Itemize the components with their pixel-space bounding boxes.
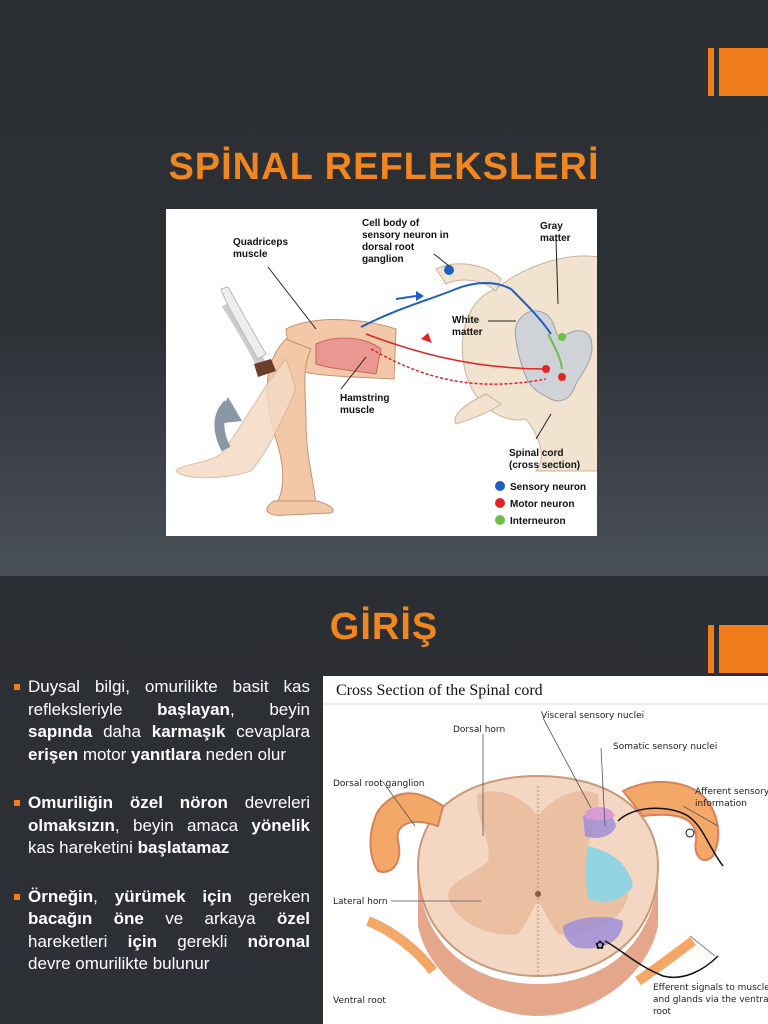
bullet-marker: [14, 893, 20, 900]
bullet-text: hareketleri: [28, 931, 128, 951]
bullet-text: için: [127, 931, 157, 951]
slide-accent-decoration: [708, 625, 768, 673]
svg-text:Somatic sensory nuclei: Somatic sensory nuclei: [613, 742, 717, 752]
bullet-text: gereken: [231, 886, 310, 906]
bullet-marker: [14, 800, 20, 806]
figure-title: Cross Section of the Spinal cord: [336, 682, 543, 699]
svg-text:Motor neuron: Motor neuron: [510, 499, 574, 510]
bullet-text: bacağın öne: [28, 909, 144, 928]
bullet-text: ,: [93, 886, 115, 906]
svg-text:Hamstring muscle: Hamstring muscle: [340, 393, 392, 416]
bullet-text: , beyin amaca: [114, 815, 252, 835]
bullet-item: Omuriliğin özel nöron devreleri olmaksız…: [14, 792, 310, 860]
bullet-text: yürümek için: [114, 886, 232, 906]
svg-text:Spinal cord (cross sec: Spinal cord (cross section): [509, 448, 580, 471]
svg-text:Dorsal horn: Dorsal horn: [453, 725, 505, 735]
bullet-text: neden olur: [200, 744, 287, 764]
legend: Sensory neuron Motor neuron Interneuron: [495, 481, 586, 527]
bullet-text: başlayan: [157, 699, 230, 719]
bullet-text: kas hareketini: [28, 838, 138, 857]
svg-text:Gray matter: Gray matter: [540, 221, 571, 244]
bullet-text: devre omurilikte bulunur: [28, 954, 210, 973]
bullet-text: Örneğin: [28, 886, 94, 906]
slide-accent-decoration: [708, 48, 768, 96]
bullet-text: Omuriliğin özel nöron: [28, 793, 228, 812]
bullet-text: devreleri: [227, 793, 310, 812]
svg-text:✿: ✿: [595, 938, 605, 952]
bullet-text: ve arkaya: [143, 909, 277, 928]
bullet-text: motor: [78, 744, 131, 764]
bullet-marker: [14, 684, 20, 690]
bullet-text: , beyin: [229, 699, 310, 719]
bullet-list: Duysal bilgi, omurilikte basit kas refle…: [14, 676, 310, 1002]
bullet-text: gerekli: [156, 931, 248, 951]
svg-text:Interneuron: Interneuron: [510, 516, 566, 527]
bullet-text: Duysal bilgi, omurilikte basit kas refle…: [28, 677, 310, 719]
bullet-text: erişen: [28, 744, 79, 764]
svg-text:Sensory neuron: Sensory neuron: [510, 482, 586, 493]
slide-2: GİRİŞ Duysal bilgi, omurilikte basit kas…: [0, 576, 768, 1024]
bullet-item: Örneğin, yürümek için gereken bacağın ön…: [14, 886, 310, 976]
bullet-text: başlatamaz: [137, 838, 230, 857]
svg-text:Dorsal root ganglion: Dorsal root ganglion: [333, 779, 424, 789]
svg-text:Lateral horn: Lateral horn: [333, 897, 388, 907]
spinal-reflex-figure: Quadriceps muscle Cell body of sensory n…: [166, 209, 607, 536]
bullet-text: cevaplara: [225, 722, 311, 741]
bullet-text: nöronal: [247, 931, 310, 951]
bullet-text: yanıtlara: [131, 744, 201, 764]
bullet-text: sapında: [28, 722, 93, 741]
spinal-cord-cross-section-figure: Cross Section of the Spinal cord ✿: [323, 676, 768, 1024]
svg-text:Cell body of sensory n: Cell body of sensory neuron in dorsal ro…: [362, 218, 451, 265]
svg-text:White matter: White matter: [452, 315, 483, 338]
svg-text:Afferent sensory inf: Afferent sensory information: [695, 787, 768, 809]
bullet-text: yönelik: [251, 815, 310, 835]
svg-text:Ventral root: Ventral root: [333, 996, 386, 1006]
bullet-text: özel: [276, 909, 311, 928]
svg-text:Quadriceps muscle: Quadriceps muscle: [233, 237, 291, 260]
bullet-text: daha: [92, 722, 152, 741]
slide-1: SPİNAL REFLEKSLERİ: [0, 0, 768, 576]
slide-title: GİRİŞ: [329, 606, 439, 648]
svg-text:Visceral sensory nuclei: Visceral sensory nuclei: [541, 711, 644, 721]
bullet-item: Duysal bilgi, omurilikte basit kas refle…: [14, 676, 310, 766]
bullet-text: olmaksızın: [28, 815, 115, 835]
svg-text:Efferent signals to muscles: Efferent signals to muscles and glands v…: [653, 983, 768, 1017]
slide-title: SPİNAL REFLEKSLERİ: [168, 146, 600, 188]
bullet-text: karmaşık: [151, 722, 226, 741]
